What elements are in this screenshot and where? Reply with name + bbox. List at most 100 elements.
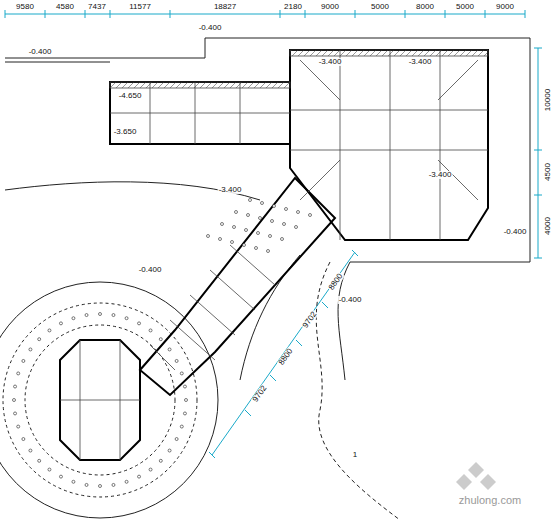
elevation-label: -4.650 <box>118 92 143 100</box>
dimension-label: 11577 <box>128 3 152 11</box>
pile-dot <box>295 226 298 229</box>
pile-dot <box>29 449 32 452</box>
dimension-label: 18827 <box>213 3 237 11</box>
slope-lines <box>0 38 530 520</box>
pile-dot <box>59 322 62 325</box>
watermark: zhulong.com <box>458 495 522 506</box>
dimension-label: 9702 <box>301 310 319 331</box>
dimension-label: 5000 <box>455 3 475 11</box>
dimension-line <box>5 10 542 458</box>
dimension-label: 4580 <box>55 3 75 11</box>
pile-dot <box>38 459 41 462</box>
dimension-label: 10000 <box>544 88 552 112</box>
pile-dot <box>183 412 186 415</box>
pile-dot <box>138 322 141 325</box>
elevation-label: -0.400 <box>28 48 53 56</box>
pile-dot <box>13 399 16 402</box>
dimension-label: 2180 <box>283 3 303 11</box>
dimension-label: 9580 <box>15 3 35 11</box>
dimension-label: 5000 <box>370 3 390 11</box>
pile-symbols <box>13 199 312 488</box>
pile-dot <box>48 468 51 471</box>
elevation-label: -0.400 <box>338 296 363 304</box>
pile-dot <box>159 459 162 462</box>
pile-dot <box>281 238 284 241</box>
pit-outline <box>60 50 488 460</box>
pile-dot <box>17 425 20 428</box>
pile-dot <box>231 241 234 244</box>
pile-dot <box>99 313 102 316</box>
elevation-label: -3.650 <box>113 128 138 136</box>
pile-dot <box>72 317 75 320</box>
pile-dot <box>245 229 248 232</box>
pile-dot <box>99 485 102 488</box>
pile-dot <box>38 338 41 341</box>
pile-dot <box>255 247 258 250</box>
support-beams <box>60 50 488 460</box>
pile-dot <box>59 475 62 478</box>
elevation-label: -3.400 <box>318 58 343 66</box>
section-number: 1 <box>352 451 358 459</box>
dimension-label: 7437 <box>87 3 107 11</box>
pile-dot <box>175 359 178 362</box>
pile-dot <box>267 250 270 253</box>
pile-dot <box>85 314 88 317</box>
pile-dot <box>259 217 262 220</box>
pile-dot <box>48 329 51 332</box>
pile-dot <box>112 483 115 486</box>
pile-dot <box>273 205 276 208</box>
pile-dot <box>180 372 183 375</box>
elevation-label: -3.400 <box>218 186 243 194</box>
pile-dot <box>138 475 141 478</box>
pile-dot <box>243 244 246 247</box>
pile-dot <box>271 220 274 223</box>
dimension-label: 4000 <box>544 216 552 236</box>
pile-dot <box>72 480 75 483</box>
dimension-label: 9000 <box>320 3 340 11</box>
elevation-label: -3.400 <box>428 171 453 179</box>
pile-dot <box>309 214 312 217</box>
pile-dot <box>168 348 171 351</box>
dimension-label: 8000 <box>415 3 435 11</box>
pile-dot <box>149 329 152 332</box>
pile-dot <box>235 211 238 214</box>
pile-dot <box>221 223 224 226</box>
pile-dot <box>297 211 300 214</box>
pile-dot <box>125 480 128 483</box>
pile-dot <box>283 223 286 226</box>
pile-dot <box>112 314 115 317</box>
pile-dot <box>85 483 88 486</box>
dimension-label: 8800 <box>277 347 295 368</box>
watermark-logo <box>456 462 496 490</box>
elevation-label: -3.400 <box>408 58 433 66</box>
pile-dot <box>159 338 162 341</box>
pile-dot <box>185 399 188 402</box>
pile-dot <box>17 372 20 375</box>
pile-dot <box>269 235 272 238</box>
pile-dot <box>175 438 178 441</box>
pile-dot <box>261 202 264 205</box>
pile-dot <box>207 235 210 238</box>
pile-dot <box>183 385 186 388</box>
elevation-label: -0.400 <box>503 228 528 236</box>
pile-dot <box>14 412 17 415</box>
pile-dot <box>233 226 236 229</box>
elevation-label: -0.400 <box>198 24 223 32</box>
pile-dot <box>168 449 171 452</box>
dimension-label: 9702 <box>251 384 269 405</box>
pile-dot <box>22 359 25 362</box>
pile-dot <box>14 385 17 388</box>
elevation-label: -0.400 <box>138 266 163 274</box>
pile-dot <box>249 199 252 202</box>
pile-dot <box>180 425 183 428</box>
dimension-label: 4500 <box>544 162 552 182</box>
pile-dot <box>29 348 32 351</box>
pile-dot <box>22 438 25 441</box>
pile-dot <box>149 468 152 471</box>
pile-dot <box>285 208 288 211</box>
pile-dot <box>219 238 222 241</box>
pile-dot <box>247 214 250 217</box>
dimension-label: 9000 <box>495 3 515 11</box>
